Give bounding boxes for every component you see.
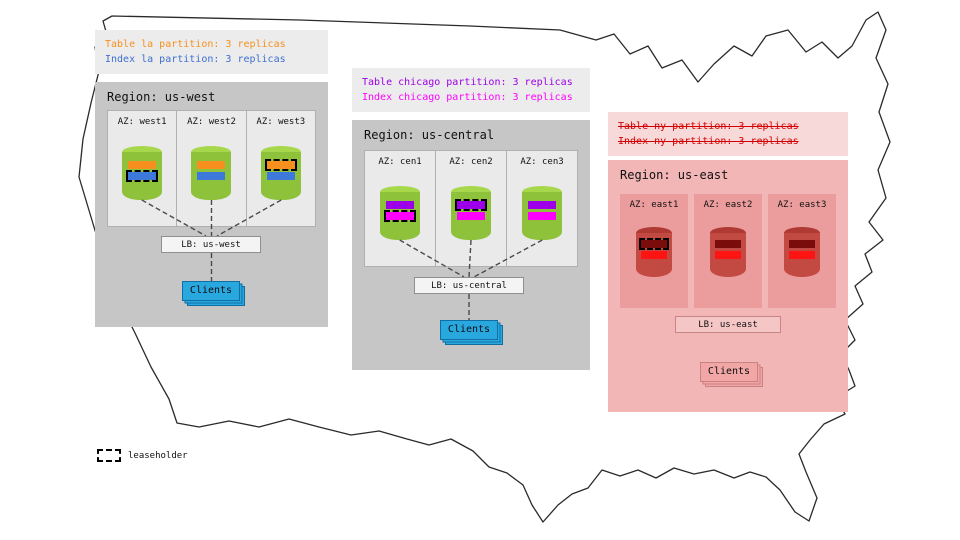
table-ny-leaseholder-bar xyxy=(639,238,669,250)
database-cylinder-west1 xyxy=(122,146,163,200)
caption-index-ny-struck: Index ny partition: 3 replicas xyxy=(618,136,799,147)
clients-us-east: Clients xyxy=(700,362,763,387)
replica-bars xyxy=(522,201,562,220)
clients-label: Clients xyxy=(700,362,758,382)
legend-label: leaseholder xyxy=(128,450,188,461)
database-cylinder-cen3 xyxy=(522,186,562,240)
leaseholder-swatch-icon xyxy=(97,449,121,462)
table-la-leaseholder-bar xyxy=(264,159,297,171)
az-cell-west2: AZ: west2 xyxy=(177,111,247,226)
table-ny-replica-bar xyxy=(715,240,741,248)
az-label-cen3: AZ: cen3 xyxy=(520,157,564,167)
replica-bars xyxy=(191,161,231,180)
replica-bars xyxy=(636,238,672,259)
database-cylinder-west2 xyxy=(191,146,232,200)
az-cell-west1: AZ: west1 xyxy=(108,111,178,226)
region-title-us-west: Region: us-west xyxy=(107,90,216,104)
table-ny-replica-bar xyxy=(789,240,815,248)
legend: leaseholder xyxy=(97,449,188,462)
index-chicago-replica-bar xyxy=(457,212,485,220)
az-label-east3: AZ: east3 xyxy=(777,200,827,210)
load-balancer-us-west: LB: us-west xyxy=(161,236,261,253)
database-cylinder-east3 xyxy=(784,227,820,277)
clients-us-central: Clients xyxy=(440,320,503,345)
replica-bars xyxy=(261,159,301,180)
replica-bars xyxy=(710,240,746,259)
az-group-us-central: AZ: cen1 AZ: cen2 xyxy=(364,150,578,267)
az-group-us-west: AZ: west1 AZ: west2 xyxy=(107,110,316,227)
caption-us-east: Table ny partition: 3 replicas Index ny … xyxy=(608,112,848,156)
database-cylinder-east2 xyxy=(710,227,746,277)
index-la-leaseholder-bar xyxy=(126,170,159,182)
index-ny-replica-bar xyxy=(789,251,815,259)
caption-table-la: Table la partition: 3 replicas xyxy=(105,39,286,50)
az-cell-cen3: AZ: cen3 xyxy=(507,151,577,266)
az-cell-cen1: AZ: cen1 xyxy=(365,151,436,266)
az-cell-east3: AZ: east3 xyxy=(768,194,836,308)
az-label-cen2: AZ: cen2 xyxy=(449,157,493,167)
replica-bars xyxy=(784,240,820,259)
az-label-west1: AZ: west1 xyxy=(117,117,167,127)
az-label-east2: AZ: east2 xyxy=(703,200,753,210)
az-label-cen1: AZ: cen1 xyxy=(378,157,422,167)
caption-index-chicago: Index chicago partition: 3 replicas xyxy=(362,92,573,103)
database-cylinder-cen1 xyxy=(380,186,420,240)
index-la-replica-bar xyxy=(197,172,226,180)
az-cell-east1: AZ: east1 xyxy=(620,194,688,308)
index-chicago-leaseholder-bar xyxy=(384,210,416,222)
az-label-west3: AZ: west3 xyxy=(256,117,306,127)
clients-label: Clients xyxy=(182,281,240,301)
az-cell-cen2: AZ: cen2 xyxy=(436,151,507,266)
caption-table-ny-struck: Table ny partition: 3 replicas xyxy=(618,121,799,132)
index-ny-replica-bar xyxy=(715,251,741,259)
index-la-replica-bar xyxy=(266,172,295,180)
az-group-us-east: AZ: east1 AZ: east2 xyxy=(620,194,836,308)
replica-bars xyxy=(122,161,162,182)
region-title-us-east: Region: us-east xyxy=(620,168,729,182)
region-panel-us-central: Region: us-central AZ: cen1 AZ: cen2 xyxy=(352,120,590,370)
az-cell-east2: AZ: east2 xyxy=(694,194,762,308)
replica-bars xyxy=(380,201,420,222)
database-cylinder-east1 xyxy=(636,227,672,277)
az-cell-west3: AZ: west3 xyxy=(247,111,315,226)
region-title-us-central: Region: us-central xyxy=(364,128,495,142)
database-cylinder-west3 xyxy=(260,146,301,200)
az-label-east1: AZ: east1 xyxy=(629,200,679,210)
table-la-replica-bar xyxy=(128,161,157,169)
table-chicago-replica-bar xyxy=(528,201,556,209)
table-chicago-leaseholder-bar xyxy=(455,199,487,211)
caption-us-west: Table la partition: 3 replicas Index la … xyxy=(95,30,328,74)
table-chicago-replica-bar xyxy=(386,201,414,209)
table-la-replica-bar xyxy=(197,161,226,169)
region-panel-us-east: Region: us-east AZ: east1 AZ: east2 xyxy=(608,160,848,412)
replica-bars xyxy=(451,199,491,220)
index-ny-replica-bar xyxy=(641,251,667,259)
az-label-west2: AZ: west2 xyxy=(187,117,236,127)
clients-label: Clients xyxy=(440,320,498,340)
load-balancer-us-east: LB: us-east xyxy=(675,316,781,333)
caption-table-chicago: Table chicago partition: 3 replicas xyxy=(362,77,573,88)
caption-us-central: Table chicago partition: 3 replicas Inde… xyxy=(352,68,590,112)
index-chicago-replica-bar xyxy=(528,212,556,220)
clients-us-west: Clients xyxy=(182,281,245,306)
region-panel-us-west: Region: us-west AZ: west1 AZ: west2 xyxy=(95,82,328,327)
database-cylinder-cen2 xyxy=(451,186,491,240)
caption-index-la: Index la partition: 3 replicas xyxy=(105,54,286,65)
us-border-path xyxy=(78,11,891,523)
load-balancer-us-central: LB: us-central xyxy=(414,277,524,294)
